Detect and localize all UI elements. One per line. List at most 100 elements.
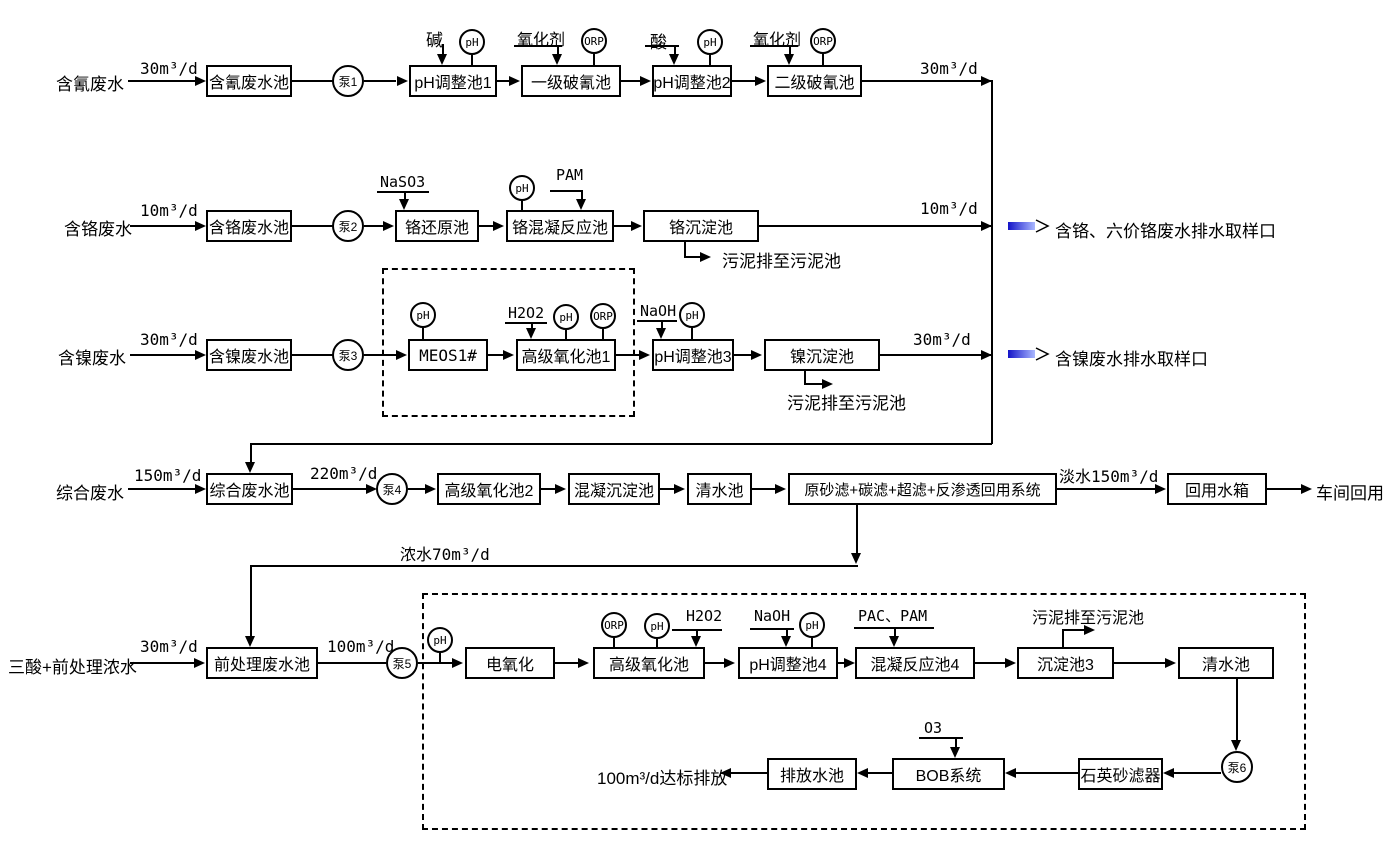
- box-nickel-tank: 含镍废水池: [206, 339, 292, 371]
- box-clear-water-tank-1: 清水池: [687, 473, 752, 505]
- box-sedimentation-3: 沉淀池3: [1017, 647, 1114, 679]
- arrow-right-icon: [639, 350, 650, 360]
- flow-line: [616, 354, 640, 356]
- arrow-down-icon: [784, 54, 794, 65]
- arrow-right-icon: [724, 658, 735, 668]
- dosing-line: [637, 320, 677, 322]
- dosing-line: [674, 45, 676, 55]
- meter-stem: [613, 638, 615, 647]
- dosing-line: [661, 320, 663, 328]
- flow-line: [868, 772, 892, 774]
- ph-meter: pH: [459, 29, 485, 55]
- ph-meter: pH: [553, 304, 579, 330]
- box-ph-adjust-2: pH调整池2: [652, 65, 732, 97]
- h2o2-dosing-label: H2O2: [686, 607, 723, 625]
- flow-line: [705, 662, 725, 664]
- flow-line: [1016, 772, 1078, 774]
- collector-line: [991, 80, 993, 444]
- flow-line: [555, 662, 579, 664]
- naso3-dosing-label: NaSO3: [380, 173, 426, 191]
- flow-line: [614, 225, 632, 227]
- dosing-line: [696, 629, 698, 637]
- meter-stem: [422, 328, 424, 339]
- arrow-right-icon: [194, 658, 205, 668]
- meter-stem: [565, 330, 567, 339]
- chrome-sampling-label: 含铬、六价铬废水排水取样口: [1055, 222, 1276, 241]
- box-reuse-water-tank: 回用水箱: [1167, 473, 1267, 505]
- arrow-down-icon: [781, 636, 791, 647]
- sampling-port-arrow-icon: [1008, 347, 1050, 361]
- h2o2-dosing-label: H2O2: [508, 304, 545, 322]
- flow-line: [759, 225, 992, 227]
- dosing-line: [786, 628, 788, 636]
- nickel-outflow-label: 30m³/d: [913, 330, 971, 349]
- pretreat-inflow-label: 30m³/d: [140, 637, 198, 656]
- meter-stem: [471, 55, 473, 65]
- chrome-inflow-label: 10m³/d: [140, 201, 198, 220]
- arrow-right-icon: [578, 658, 589, 668]
- flow-line: [408, 488, 426, 490]
- flow-line: [497, 80, 511, 82]
- flow-line: [975, 662, 1006, 664]
- flow-line: [488, 354, 504, 356]
- dosing-line: [750, 628, 794, 630]
- box-bob-system: BOB系统: [892, 758, 1005, 790]
- arrow-right-icon: [700, 252, 711, 262]
- pump5-flow-label: 100m³/d: [327, 637, 395, 656]
- flow-line: [364, 80, 396, 82]
- sludge-line: [804, 383, 824, 385]
- arrow-right-icon: [397, 76, 408, 86]
- arrow-right-icon: [751, 350, 762, 360]
- arrow-right-icon: [1301, 484, 1312, 494]
- pump-6: 泵6: [1221, 751, 1253, 783]
- box-discharge-tank: 排放水池: [767, 758, 857, 790]
- arrow-right-icon: [822, 379, 833, 389]
- naoh-dosing-label: NaOH: [754, 607, 791, 625]
- pump-3: 泵3: [332, 339, 364, 371]
- flow-line: [621, 80, 641, 82]
- box-nickel-sedimentation: 镍沉淀池: [764, 339, 880, 371]
- box-advanced-oxidation-3: 高级氧化池: [593, 647, 705, 679]
- chrome-sludge-label: 污泥排至污泥池: [722, 252, 841, 271]
- box-chrome-sedimentation: 铬沉淀池: [643, 210, 759, 242]
- arrow-left-icon: [857, 768, 868, 778]
- flow-line: [862, 80, 992, 82]
- flow-line: [293, 488, 367, 490]
- flow-line: [292, 225, 333, 227]
- pretreat-source-label: 三酸+前处理浓水: [8, 658, 137, 677]
- pac-pam-dosing-label: PAC、PAM: [858, 607, 928, 625]
- comprehensive-inflow-label: 150m³/d: [134, 466, 202, 485]
- flow-line: [541, 488, 557, 490]
- pump-4: 泵4: [376, 473, 408, 505]
- dosing-line: [404, 191, 406, 199]
- meos-unit-dashed-box: [382, 268, 635, 417]
- dosing-line: [750, 45, 798, 47]
- box-coagulation-sedimentation: 混凝沉淀池: [568, 473, 660, 505]
- pump-2: 泵2: [332, 210, 364, 242]
- arrow-right-icon: [1155, 484, 1166, 494]
- ph-meter: pH: [410, 302, 436, 328]
- arrow-down-icon: [1231, 740, 1241, 751]
- flow-line: [1057, 488, 1157, 490]
- arrow-down-icon: [851, 553, 861, 564]
- flow-line: [1236, 679, 1238, 741]
- sludge-line: [684, 242, 686, 258]
- box-meos-unit: MEOS1#: [408, 339, 488, 371]
- arrow-right-icon: [503, 350, 514, 360]
- dosing-line: [955, 737, 957, 749]
- dosing-line: [531, 322, 533, 329]
- arrow-down-icon: [669, 54, 679, 65]
- arrow-right-icon: [674, 484, 685, 494]
- orp-meter: ORP: [601, 612, 627, 638]
- arrow-right-icon: [755, 76, 766, 86]
- flow-line: [1267, 488, 1303, 490]
- meter-stem: [593, 54, 595, 65]
- box-chrome-tank: 含铬废水池: [206, 210, 292, 242]
- concentrate-flow-label: 浓水70m³/d: [400, 545, 490, 564]
- collector-line: [251, 443, 992, 445]
- pump-1: 泵1: [332, 65, 364, 97]
- dosing-line: [789, 45, 791, 55]
- ph-meter: pH: [697, 29, 723, 55]
- pretreat-unit-dashed-box: [422, 593, 1306, 830]
